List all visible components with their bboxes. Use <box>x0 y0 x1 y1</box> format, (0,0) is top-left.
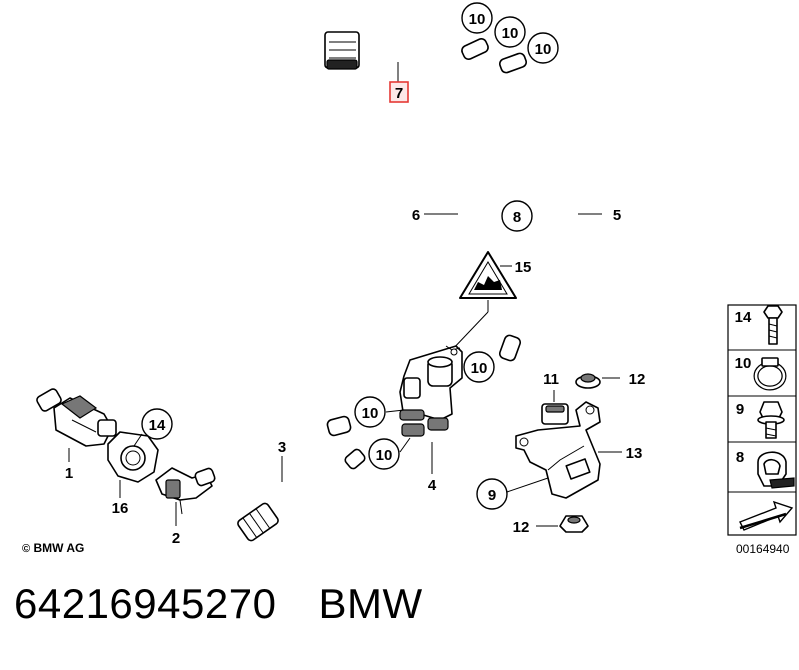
legend-number-14: 14 <box>735 309 752 326</box>
legend-panel: 14 10 9 8 <box>727 304 797 536</box>
clip-11 <box>541 403 569 425</box>
svg-text:8: 8 <box>513 209 521 226</box>
pump-1 <box>36 388 117 447</box>
label-3: 3 <box>278 439 286 456</box>
callout-10-b: 10 <box>494 16 526 48</box>
label-4: 4 <box>428 477 437 494</box>
hose-7 <box>324 6 463 70</box>
callout-14: 14 <box>141 408 173 440</box>
hot-surface-warning-icon <box>459 251 517 299</box>
brand-name: BMW <box>318 580 423 627</box>
callout-10-d: 10 <box>463 351 495 383</box>
nut-12-bottom <box>559 515 589 533</box>
valve-4 <box>399 345 463 437</box>
copyright-text: BMW AG <box>33 541 85 555</box>
callout-10-e: 10 <box>354 396 386 428</box>
bracket-13 <box>515 401 601 499</box>
copyright-notice: © BMW AG <box>22 541 84 555</box>
callout-9: 9 <box>476 478 508 510</box>
label-7: 7 <box>395 85 403 102</box>
reference-code: 00164940 <box>736 542 790 556</box>
footer: 64216945270 BMW <box>14 583 423 625</box>
label-15: 15 <box>515 259 532 276</box>
callout-10-c: 10 <box>527 32 559 64</box>
bracket-16 <box>107 431 159 483</box>
label-16: 16 <box>112 500 129 517</box>
cable-clip-icon <box>757 451 795 489</box>
svg-text:10: 10 <box>376 447 393 464</box>
hex-bolt-icon <box>757 401 785 439</box>
legend-number-8: 8 <box>736 449 744 466</box>
copyright-symbol: © <box>22 543 31 555</box>
part-number: 64216945270 <box>14 580 277 627</box>
legend-number-9: 9 <box>736 401 744 418</box>
label-13: 13 <box>626 445 643 462</box>
nut-12-top <box>575 373 601 389</box>
svg-text:14: 14 <box>149 417 166 434</box>
label-12-bottom: 12 <box>513 519 530 536</box>
label-1: 1 <box>65 465 73 482</box>
svg-text:10: 10 <box>471 360 488 377</box>
legend-number-10: 10 <box>735 355 752 372</box>
hose-5 <box>498 52 576 362</box>
svg-text:10: 10 <box>535 41 552 58</box>
hose-clamp-icon <box>753 357 787 391</box>
label-2: 2 <box>172 530 180 547</box>
callout-8: 8 <box>501 200 533 232</box>
svg-text:10: 10 <box>362 405 379 422</box>
svg-text:9: 9 <box>488 487 496 504</box>
label-11: 11 <box>543 371 559 388</box>
bolt-icon <box>763 305 783 345</box>
callout-10-f: 10 <box>368 438 400 470</box>
label-12-top: 12 <box>629 371 646 388</box>
hose-6 <box>296 38 489 437</box>
svg-text:10: 10 <box>469 11 486 28</box>
highlight-box-7 <box>389 81 409 103</box>
arrow-icon <box>736 500 794 532</box>
hose-3 <box>237 448 366 542</box>
callout-10-a: 10 <box>461 2 493 34</box>
label-5: 5 <box>613 207 621 224</box>
svg-text:10: 10 <box>502 25 519 42</box>
label-6: 6 <box>412 207 420 224</box>
connector-2 <box>155 467 216 515</box>
